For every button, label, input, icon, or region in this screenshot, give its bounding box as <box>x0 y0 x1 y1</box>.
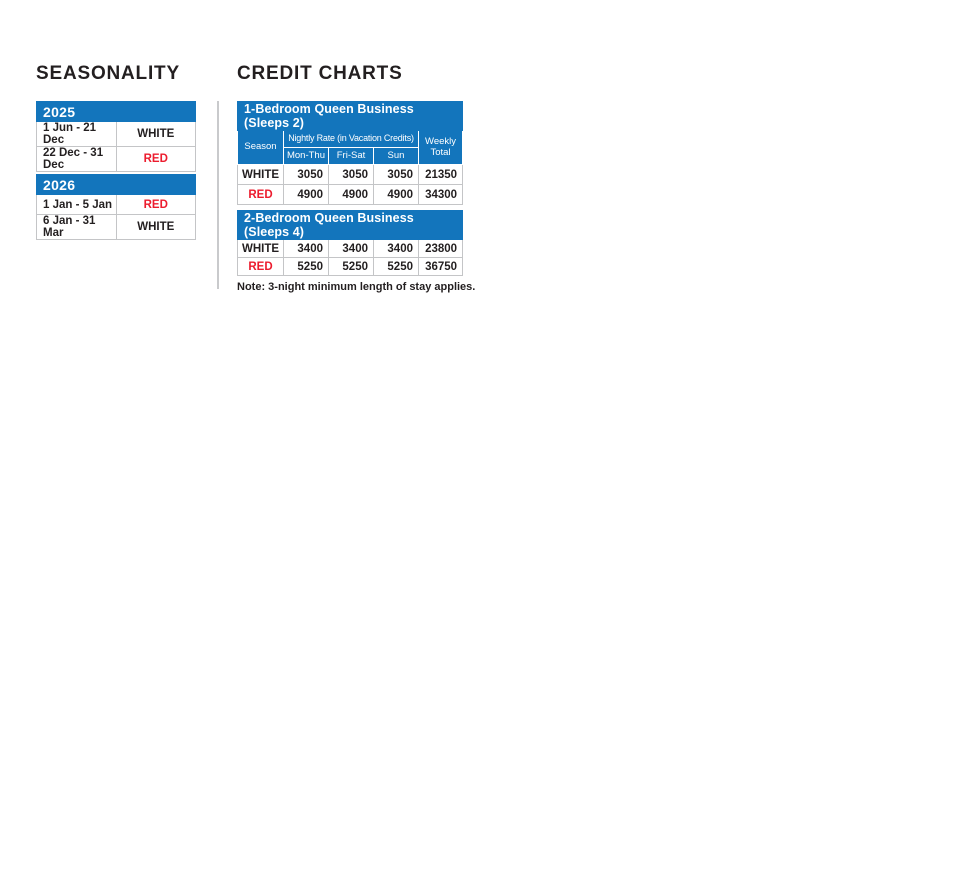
fri-sat-header: Fri-Sat <box>328 147 374 165</box>
seasonality-table-2025: 2025 1 Jun - 21 Dec WHITE 22 Dec - 31 De… <box>36 101 196 172</box>
table-row: RED 4900 4900 4900 34300 <box>237 184 464 205</box>
fri-sat-rate-cell: 5250 <box>328 257 374 276</box>
sun-header: Sun <box>373 147 419 165</box>
weekly-total-cell: 34300 <box>417 184 464 205</box>
nightly-rate-header: Nightly Rate (in Vacation Credits) <box>283 130 419 148</box>
sun-rate-cell: 5250 <box>373 257 419 276</box>
table-title-row: 1-Bedroom Queen Business (Sleeps 2) <box>236 101 464 131</box>
season-label-cell: RED <box>237 184 284 205</box>
mon-thu-header: Mon-Thu <box>283 147 329 165</box>
seasonality-section-title: SEASONALITY <box>36 63 180 84</box>
date-range-cell: 6 Jan - 31 Mar <box>36 214 117 240</box>
table-header-row: 2026 <box>36 174 196 195</box>
credit-chart-1bedroom: 1-Bedroom Queen Business (Sleeps 2) Seas… <box>236 101 464 205</box>
season-label-cell: WHITE <box>237 164 284 185</box>
season-value-cell: RED <box>115 194 196 215</box>
table-row: WHITE 3050 3050 3050 21350 <box>237 164 464 185</box>
season-label-cell: WHITE <box>237 239 284 258</box>
seasonality-table-2026: 2026 1 Jan - 5 Jan RED 6 Jan - 31 Mar WH… <box>36 174 196 240</box>
fri-sat-rate-cell: 3050 <box>328 164 374 185</box>
sun-rate-cell: 4900 <box>373 184 419 205</box>
season-value-cell: RED <box>115 146 196 172</box>
table-row: 1 Jan - 5 Jan RED <box>36 194 196 215</box>
fri-sat-rate-cell: 4900 <box>328 184 374 205</box>
mon-thu-rate-cell: 3050 <box>283 164 329 185</box>
vertical-divider <box>217 101 219 289</box>
year-header: 2026 <box>36 174 196 195</box>
mon-thu-rate-cell: 4900 <box>283 184 329 205</box>
weekly-total-cell: 23800 <box>417 239 464 258</box>
fri-sat-rate-cell: 3400 <box>328 239 374 258</box>
sun-rate-cell: 3400 <box>373 239 419 258</box>
date-range-cell: 22 Dec - 31 Dec <box>36 146 117 172</box>
chart-title: 2-Bedroom Queen Business (Sleeps 4) <box>236 210 464 240</box>
table-row: 1 Jun - 21 Dec WHITE <box>36 121 196 147</box>
year-header: 2025 <box>36 101 196 122</box>
date-range-cell: 1 Jan - 5 Jan <box>36 194 117 215</box>
credit-charts-section-title: CREDIT CHARTS <box>237 63 403 84</box>
weekly-total-cell: 36750 <box>417 257 464 276</box>
minimum-stay-note: Note: 3-night minimum length of stay app… <box>237 281 476 293</box>
sun-rate-cell: 3050 <box>373 164 419 185</box>
table-header-row: Season Nightly Rate (in Vacation Credits… <box>237 130 464 165</box>
table-row: 22 Dec - 31 Dec RED <box>36 146 196 172</box>
table-row: RED 5250 5250 5250 36750 <box>237 257 464 276</box>
table-row: WHITE 3400 3400 3400 23800 <box>237 239 464 258</box>
weekly-total-header: Weekly Total <box>417 130 464 165</box>
chart-title: 1-Bedroom Queen Business (Sleeps 2) <box>236 101 464 131</box>
mon-thu-rate-cell: 5250 <box>283 257 329 276</box>
table-row: 6 Jan - 31 Mar WHITE <box>36 214 196 240</box>
date-range-cell: 1 Jun - 21 Dec <box>36 121 117 147</box>
credit-chart-2bedroom: 2-Bedroom Queen Business (Sleeps 4) WHIT… <box>236 210 464 276</box>
weekly-total-cell: 21350 <box>417 164 464 185</box>
table-header-row: 2025 <box>36 101 196 122</box>
season-value-cell: WHITE <box>115 121 196 147</box>
season-label-cell: RED <box>237 257 284 276</box>
table-title-row: 2-Bedroom Queen Business (Sleeps 4) <box>236 210 464 240</box>
mon-thu-rate-cell: 3400 <box>283 239 329 258</box>
season-column-header: Season <box>237 130 284 165</box>
season-value-cell: WHITE <box>115 214 196 240</box>
